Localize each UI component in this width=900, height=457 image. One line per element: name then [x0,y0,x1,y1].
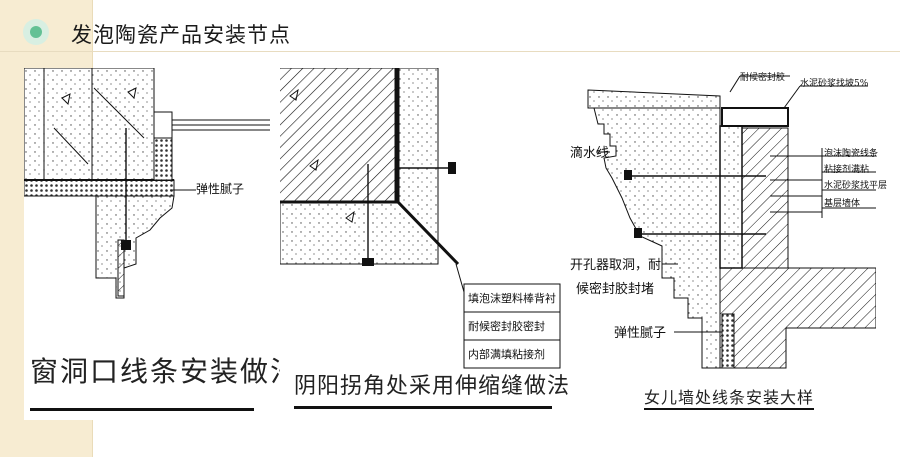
corner-joint-drawing [280,68,561,369]
header-divider [0,51,900,52]
callout-backer-rod: 填泡沫塑料棒背衬 [468,292,556,305]
slide-title: 发泡陶瓷产品安装节点 [71,23,291,47]
caption-underline-1 [30,408,254,411]
caption-parapet: 女儿墙处线条安装大样 [644,388,815,407]
label-adhesive-full: 粘接剂满粘 [824,165,870,175]
caption-corner-joint: 阴阳拐角处采用伸缩缝做法 [294,374,571,399]
caption-underline-3 [644,408,814,410]
label-sealant-window: 弹性腻子 [196,182,245,196]
label-drill-hole-1: 开孔器取洞，耐 [570,258,662,273]
diagram-parapet: 耐候密封胶 水泥砂浆找坡5% 滴水线 泡沫陶瓷线条 粘接剂满粘 水泥砂浆找平层 … [570,68,887,420]
window-opening-drawing [24,68,270,299]
label-sealant-parapet: 弹性腻子 [614,326,667,341]
caption-underline-2 [294,406,552,409]
label-slope-mortar: 水泥砂浆找坡5% [800,79,869,89]
label-drill-hole-2: 候密封胶封堵 [576,282,655,297]
diagram-corner-joint: 填泡沫塑料棒背衬 耐候密封胶密封 内部满填粘接剂 阴阳拐角处采用伸缩缝做法 [280,68,569,420]
callout-sealant: 耐候密封胶密封 [468,320,545,333]
caption-window-opening: 窗洞口线条安装做法 [30,355,301,388]
label-weather-sealant: 耐候密封胶 [740,73,786,83]
parapet-drawing [587,75,876,369]
label-drip-line: 滴水线 [570,146,610,161]
label-leveling-layer: 水泥砂浆找平层 [824,181,888,191]
diagram-window-opening: 弹性腻子 窗洞口线条安装做法 [24,68,298,420]
label-foam-ceramic-trim: 泡沫陶瓷线条 [824,149,879,159]
callout-adhesive: 内部满填粘接剂 [468,348,545,361]
title-bullet-icon [23,19,49,45]
label-base-wall: 基层墙体 [824,199,861,209]
